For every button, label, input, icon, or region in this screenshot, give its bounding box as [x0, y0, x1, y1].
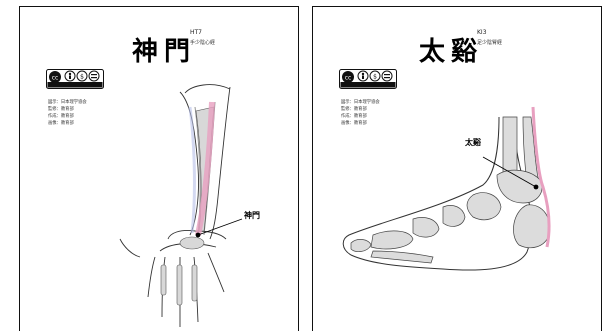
acupoint-card-shenmen: 神門 HT7 手少陰心経 cc $ 図示：日本理学協会 監修：教育部 作成：教育…	[19, 6, 299, 331]
acupoint-card-taixi: 太谿 KI3 足少陰腎経 cc $ 図示：日本理学協会 監修：教育部 作成：教育…	[312, 6, 602, 331]
acupoint-label: 神門	[244, 210, 260, 221]
forearm-illustration	[20, 7, 299, 331]
foot-illustration	[313, 7, 602, 331]
acupoint-label: 太谿	[465, 137, 481, 148]
